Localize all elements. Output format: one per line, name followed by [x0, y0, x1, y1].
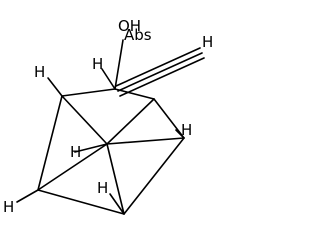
- bond-h-upper-left: [47, 77, 63, 97]
- atom-label-h-right: H: [181, 121, 192, 139]
- bond-c3-c4: [106, 98, 155, 145]
- bond-h-left: [16, 189, 39, 203]
- bond-h-upper-mid: [101, 68, 116, 90]
- bond-c1-c5: [37, 95, 63, 191]
- bond-c4-c7: [106, 137, 185, 145]
- bond-c2-c3: [114, 88, 155, 100]
- alkyne-bond-3: [119, 57, 205, 97]
- atom-label-alkyne-h: H: [202, 33, 213, 51]
- atom-label-h-left: H: [3, 198, 14, 216]
- atom-labels: OH Abs H H H H H H H: [3, 17, 213, 216]
- bond-h-center: [74, 143, 108, 153]
- bond-c5-c8: [37, 189, 125, 215]
- bond-c7-c8: [123, 137, 185, 215]
- bond-c4-c5: [37, 143, 108, 191]
- atom-label-oh: OH: [118, 17, 141, 35]
- alkyne-bond-1: [115, 47, 201, 87]
- bond-h-bottom: [109, 193, 125, 215]
- alkyne-bond-2: [117, 52, 203, 92]
- atom-label-h-center: H: [70, 143, 81, 161]
- bond-c1-c6: [61, 95, 108, 145]
- atom-label-h-upper-mid: H: [92, 55, 103, 73]
- atom-label-h-upper-left: H: [34, 63, 45, 81]
- atom-label-h-bottom: H: [97, 179, 108, 197]
- bond-c4-c8: [106, 143, 125, 215]
- atom-label-abs: Abs: [124, 26, 152, 44]
- bond-c3-c7: [153, 98, 185, 139]
- molecule-structure: OH Abs H H H H H H H: [3, 17, 213, 216]
- bond-group: [16, 39, 205, 215]
- bond-c2-oh: [114, 39, 124, 90]
- bond-c1-c2: [61, 88, 116, 97]
- bond-h-right: [175, 129, 185, 139]
